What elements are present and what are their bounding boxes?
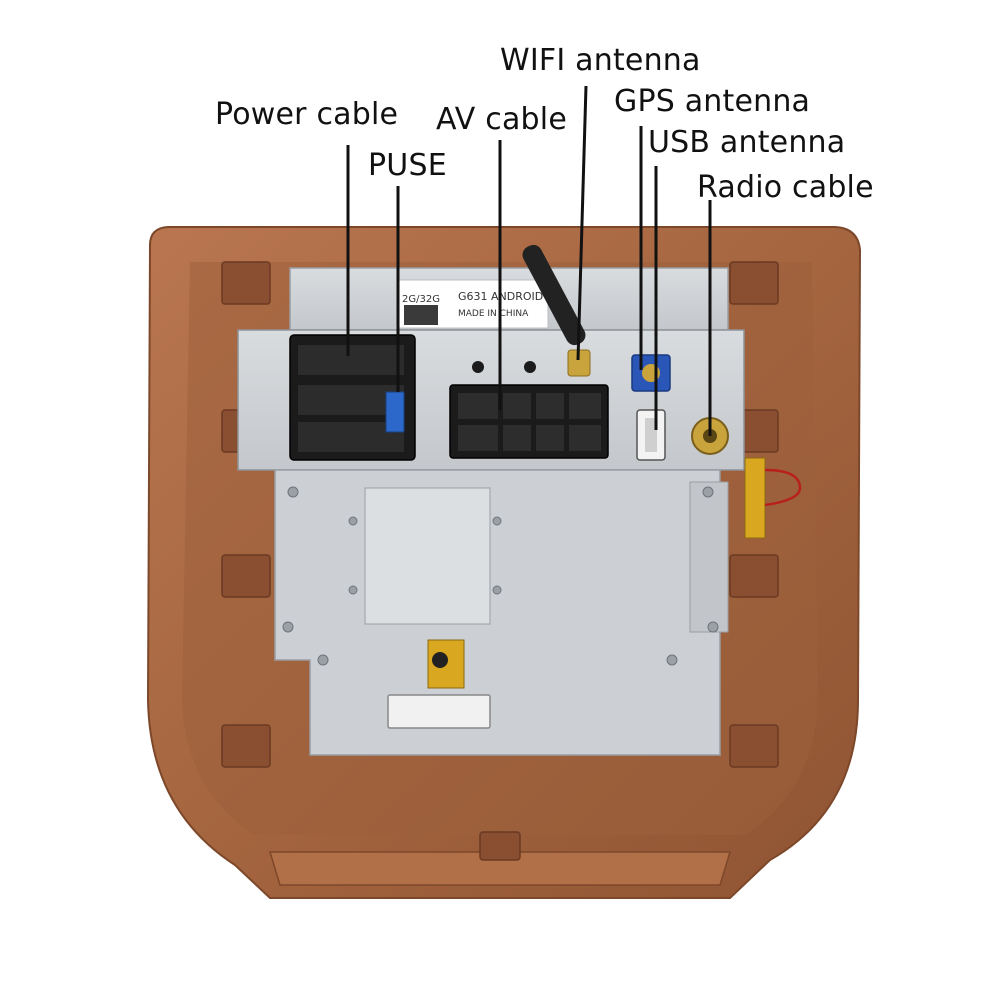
label-power-cable: Power cable bbox=[215, 97, 399, 132]
heatsink-panel bbox=[364, 487, 491, 625]
label-radio-cable: Radio cable bbox=[697, 170, 874, 205]
power-connector bbox=[289, 334, 416, 461]
qr-code bbox=[404, 305, 438, 325]
sticker-memory: 2G/32G bbox=[402, 294, 440, 305]
bottom-connector bbox=[387, 639, 491, 729]
screws bbox=[282, 486, 719, 666]
sticker-origin: MADE IN CHINA bbox=[458, 309, 529, 319]
plate-side-bracket bbox=[689, 481, 729, 633]
label-wifi-antenna: WIFI antenna bbox=[500, 43, 701, 78]
bezel-bottom-lip bbox=[268, 851, 732, 886]
product-sticker: 2G/32G G631 ANDROID MADE IN CHINA bbox=[397, 279, 549, 329]
side-circuit-board bbox=[744, 457, 802, 539]
label-puse: PUSE bbox=[368, 148, 447, 183]
usb-port bbox=[636, 409, 666, 461]
leader-wifi-antenna bbox=[576, 85, 588, 361]
fuse bbox=[385, 391, 405, 433]
av-connector bbox=[449, 361, 609, 459]
wifi-antenna bbox=[522, 244, 591, 377]
leader-lines bbox=[346, 85, 712, 436]
label-usb-antenna: USB antenna bbox=[648, 125, 846, 160]
gps-connector bbox=[631, 354, 671, 392]
label-av-cable: AV cable bbox=[436, 102, 567, 137]
label-gps-antenna: GPS antenna bbox=[614, 84, 811, 119]
mounting-plate bbox=[274, 469, 721, 756]
